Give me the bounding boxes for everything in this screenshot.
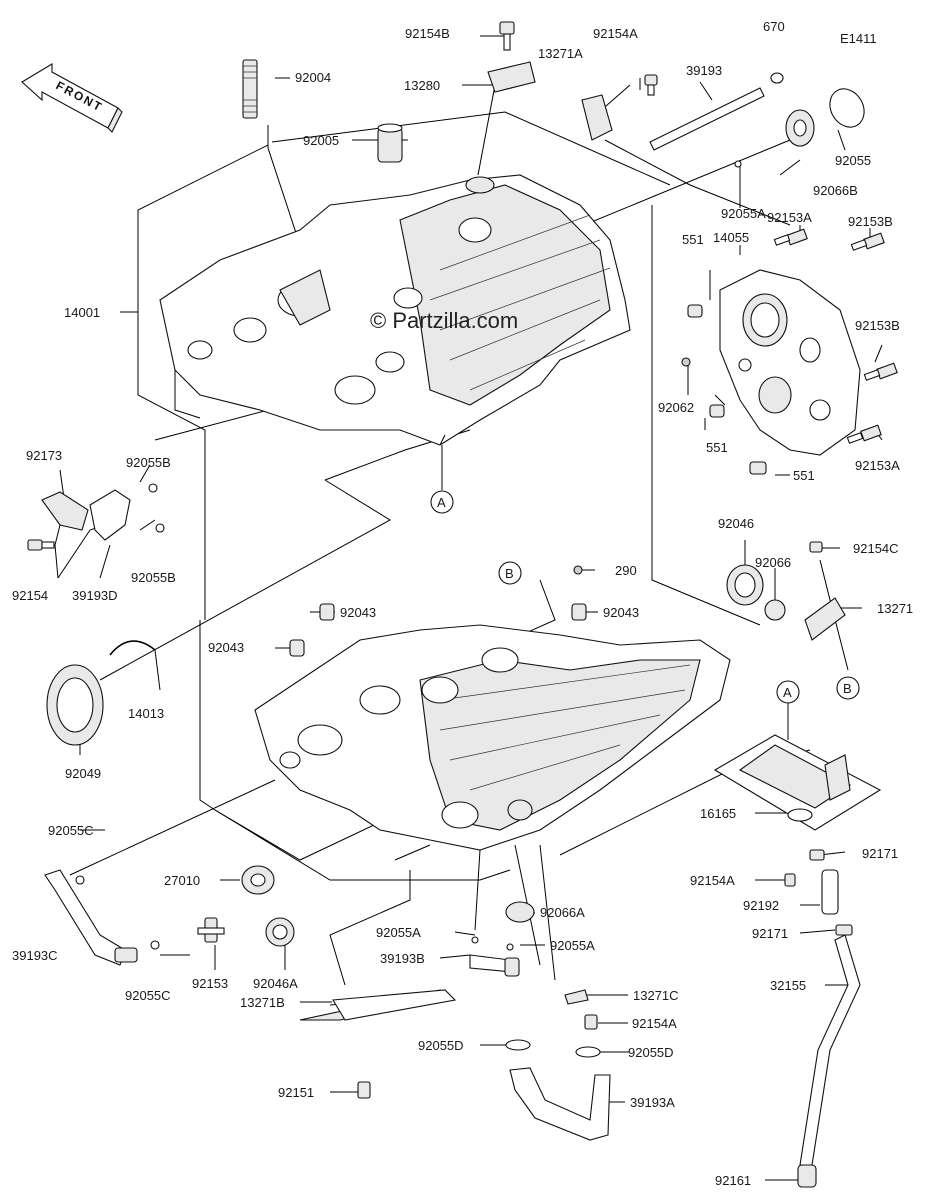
part-label-92153_low: 92153 [192, 976, 228, 991]
part-label-32155: 32155 [770, 978, 806, 993]
part-label-92192: 92192 [743, 898, 779, 913]
part-label-92153b_top: 92153B [848, 214, 893, 229]
callout-b-left: B [505, 566, 514, 581]
part-label-92154b: 92154B [405, 26, 450, 41]
part-label-92153b_mid: 92153B [855, 318, 900, 333]
part-label-14055: 14055 [713, 230, 749, 245]
part-label-13271c: 13271C [633, 988, 679, 1003]
part-label-551_b: 551 [706, 440, 728, 455]
part-label-92055a_low1: 92055A [376, 925, 421, 940]
part-label-290: 290 [615, 563, 637, 578]
part-label-92055d_a: 92055D [418, 1038, 464, 1053]
diagram-code: E1411 [840, 31, 877, 46]
part-label-92154_left: 92154 [12, 588, 48, 603]
part-label-92055a_low2: 92055A [550, 938, 595, 953]
part-label-551_a: 551 [682, 232, 704, 247]
part-label-92151: 92151 [278, 1085, 314, 1100]
part-label-551_c: 551 [793, 468, 815, 483]
callout-a-upper: A [437, 495, 446, 510]
part-label-39193a: 39193A [630, 1095, 675, 1110]
part-label-92153a_top: 92153A [767, 210, 812, 225]
front-arrow-icon: FRONT [21, 63, 123, 133]
part-label-92043_c: 92043 [208, 640, 244, 655]
part-label-92154a_low: 92154A [690, 873, 735, 888]
part-label-92005: 92005 [303, 133, 339, 148]
part-label-92153a_mid: 92153A [855, 458, 900, 473]
part-shapes [27, 21, 898, 1188]
part-label-92055: 92055 [835, 153, 871, 168]
part-label-39193c: 39193C [12, 948, 58, 963]
callout-a-pan: A [783, 685, 792, 700]
part-label-13280: 13280 [404, 78, 440, 93]
part-label-92062: 92062 [658, 400, 694, 415]
part-label-14001: 14001 [64, 305, 100, 320]
part-label-13271: 13271 [877, 601, 913, 616]
part-label-92043_b: 92043 [603, 605, 639, 620]
part-label-92171_a: 92171 [862, 846, 898, 861]
part-label-92154c: 92154C [853, 541, 899, 556]
part-label-92171_b: 92171 [752, 926, 788, 941]
part-label-92066a: 92066A [540, 905, 585, 920]
part-label-92055a_top: 92055A [721, 206, 766, 221]
part-label-92154a_top: 92154A [593, 26, 638, 41]
part-label-92055d_b: 92055D [628, 1045, 674, 1060]
part-label-27010: 27010 [164, 873, 200, 888]
part-label-92046: 92046 [718, 516, 754, 531]
part-label-92049: 92049 [65, 766, 101, 781]
part-label-92173: 92173 [26, 448, 62, 463]
part-label-13271b: 13271B [240, 995, 285, 1010]
part-label-92043_a: 92043 [340, 605, 376, 620]
part-label-92046a: 92046A [253, 976, 298, 991]
part-label-92055b_b: 92055B [131, 570, 176, 585]
part-label-92154a_bot: 92154A [632, 1016, 677, 1031]
callout-b-right: B [843, 681, 852, 696]
part-label-39193: 39193 [686, 63, 722, 78]
part-label-16165: 16165 [700, 806, 736, 821]
part-label-39193d: 39193D [72, 588, 118, 603]
part-label-39193b: 39193B [380, 951, 425, 966]
watermark: © Partzilla.com [370, 308, 518, 333]
part-label-92055c_a: 92055C [48, 823, 94, 838]
part-label-92066: 92066 [755, 555, 791, 570]
part-label-92066b: 92066B [813, 183, 858, 198]
part-label-92055c_b: 92055C [125, 988, 171, 1003]
part-label-670: 670 [763, 19, 785, 34]
part-label-14013: 14013 [128, 706, 164, 721]
part-label-13271a: 13271A [538, 46, 583, 61]
part-label-92004: 92004 [295, 70, 331, 85]
part-label-92161: 92161 [715, 1173, 751, 1188]
part-label-92055b_a: 92055B [126, 455, 171, 470]
